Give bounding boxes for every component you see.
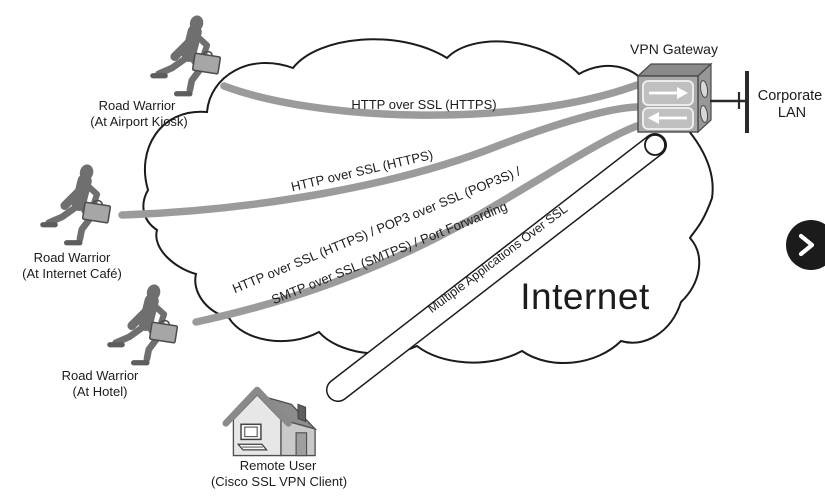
internet-label: Internet: [520, 276, 650, 317]
corporate-lan-label-line2: LAN: [778, 105, 806, 121]
connection-line-cafe: [118, 103, 641, 219]
connection-label-airport: HTTP over SSL (HTTPS): [351, 97, 496, 112]
computer-icon: [236, 423, 268, 451]
client-airport-name: Road Warrior: [99, 98, 176, 113]
client-hotel-location: (At Hotel): [73, 384, 128, 399]
client-remote-location: (Cisco SSL VPN Client): [211, 474, 347, 489]
client-cafe-location: (At Internet Café): [22, 266, 122, 281]
road-warrior-hotel-icon: [110, 283, 178, 363]
road-warrior-airport-icon: [153, 14, 221, 94]
client-airport-location: (At Airport Kiosk): [90, 114, 188, 129]
connection-line-hotel: [192, 122, 641, 326]
next-button[interactable]: [786, 220, 825, 270]
corporate-lan-icon: [710, 71, 749, 133]
client-hotel-name: Road Warrior: [62, 368, 139, 383]
corporate-lan-label-line1: Corporate: [758, 88, 822, 104]
road-warrior-cafe-icon: [43, 163, 111, 243]
remote-user-house-icon: [222, 386, 318, 457]
in-out-arrows-icon: [648, 87, 688, 124]
vpn-gateway-label: VPN Gateway: [630, 41, 718, 57]
vpn-gateway-icon: [636, 62, 713, 134]
client-cafe-name: Road Warrior: [34, 250, 111, 265]
ssl-tunnel-tube: [326, 133, 667, 402]
client-remote-name: Remote User: [240, 458, 317, 473]
connection-line-airport: [220, 81, 641, 119]
